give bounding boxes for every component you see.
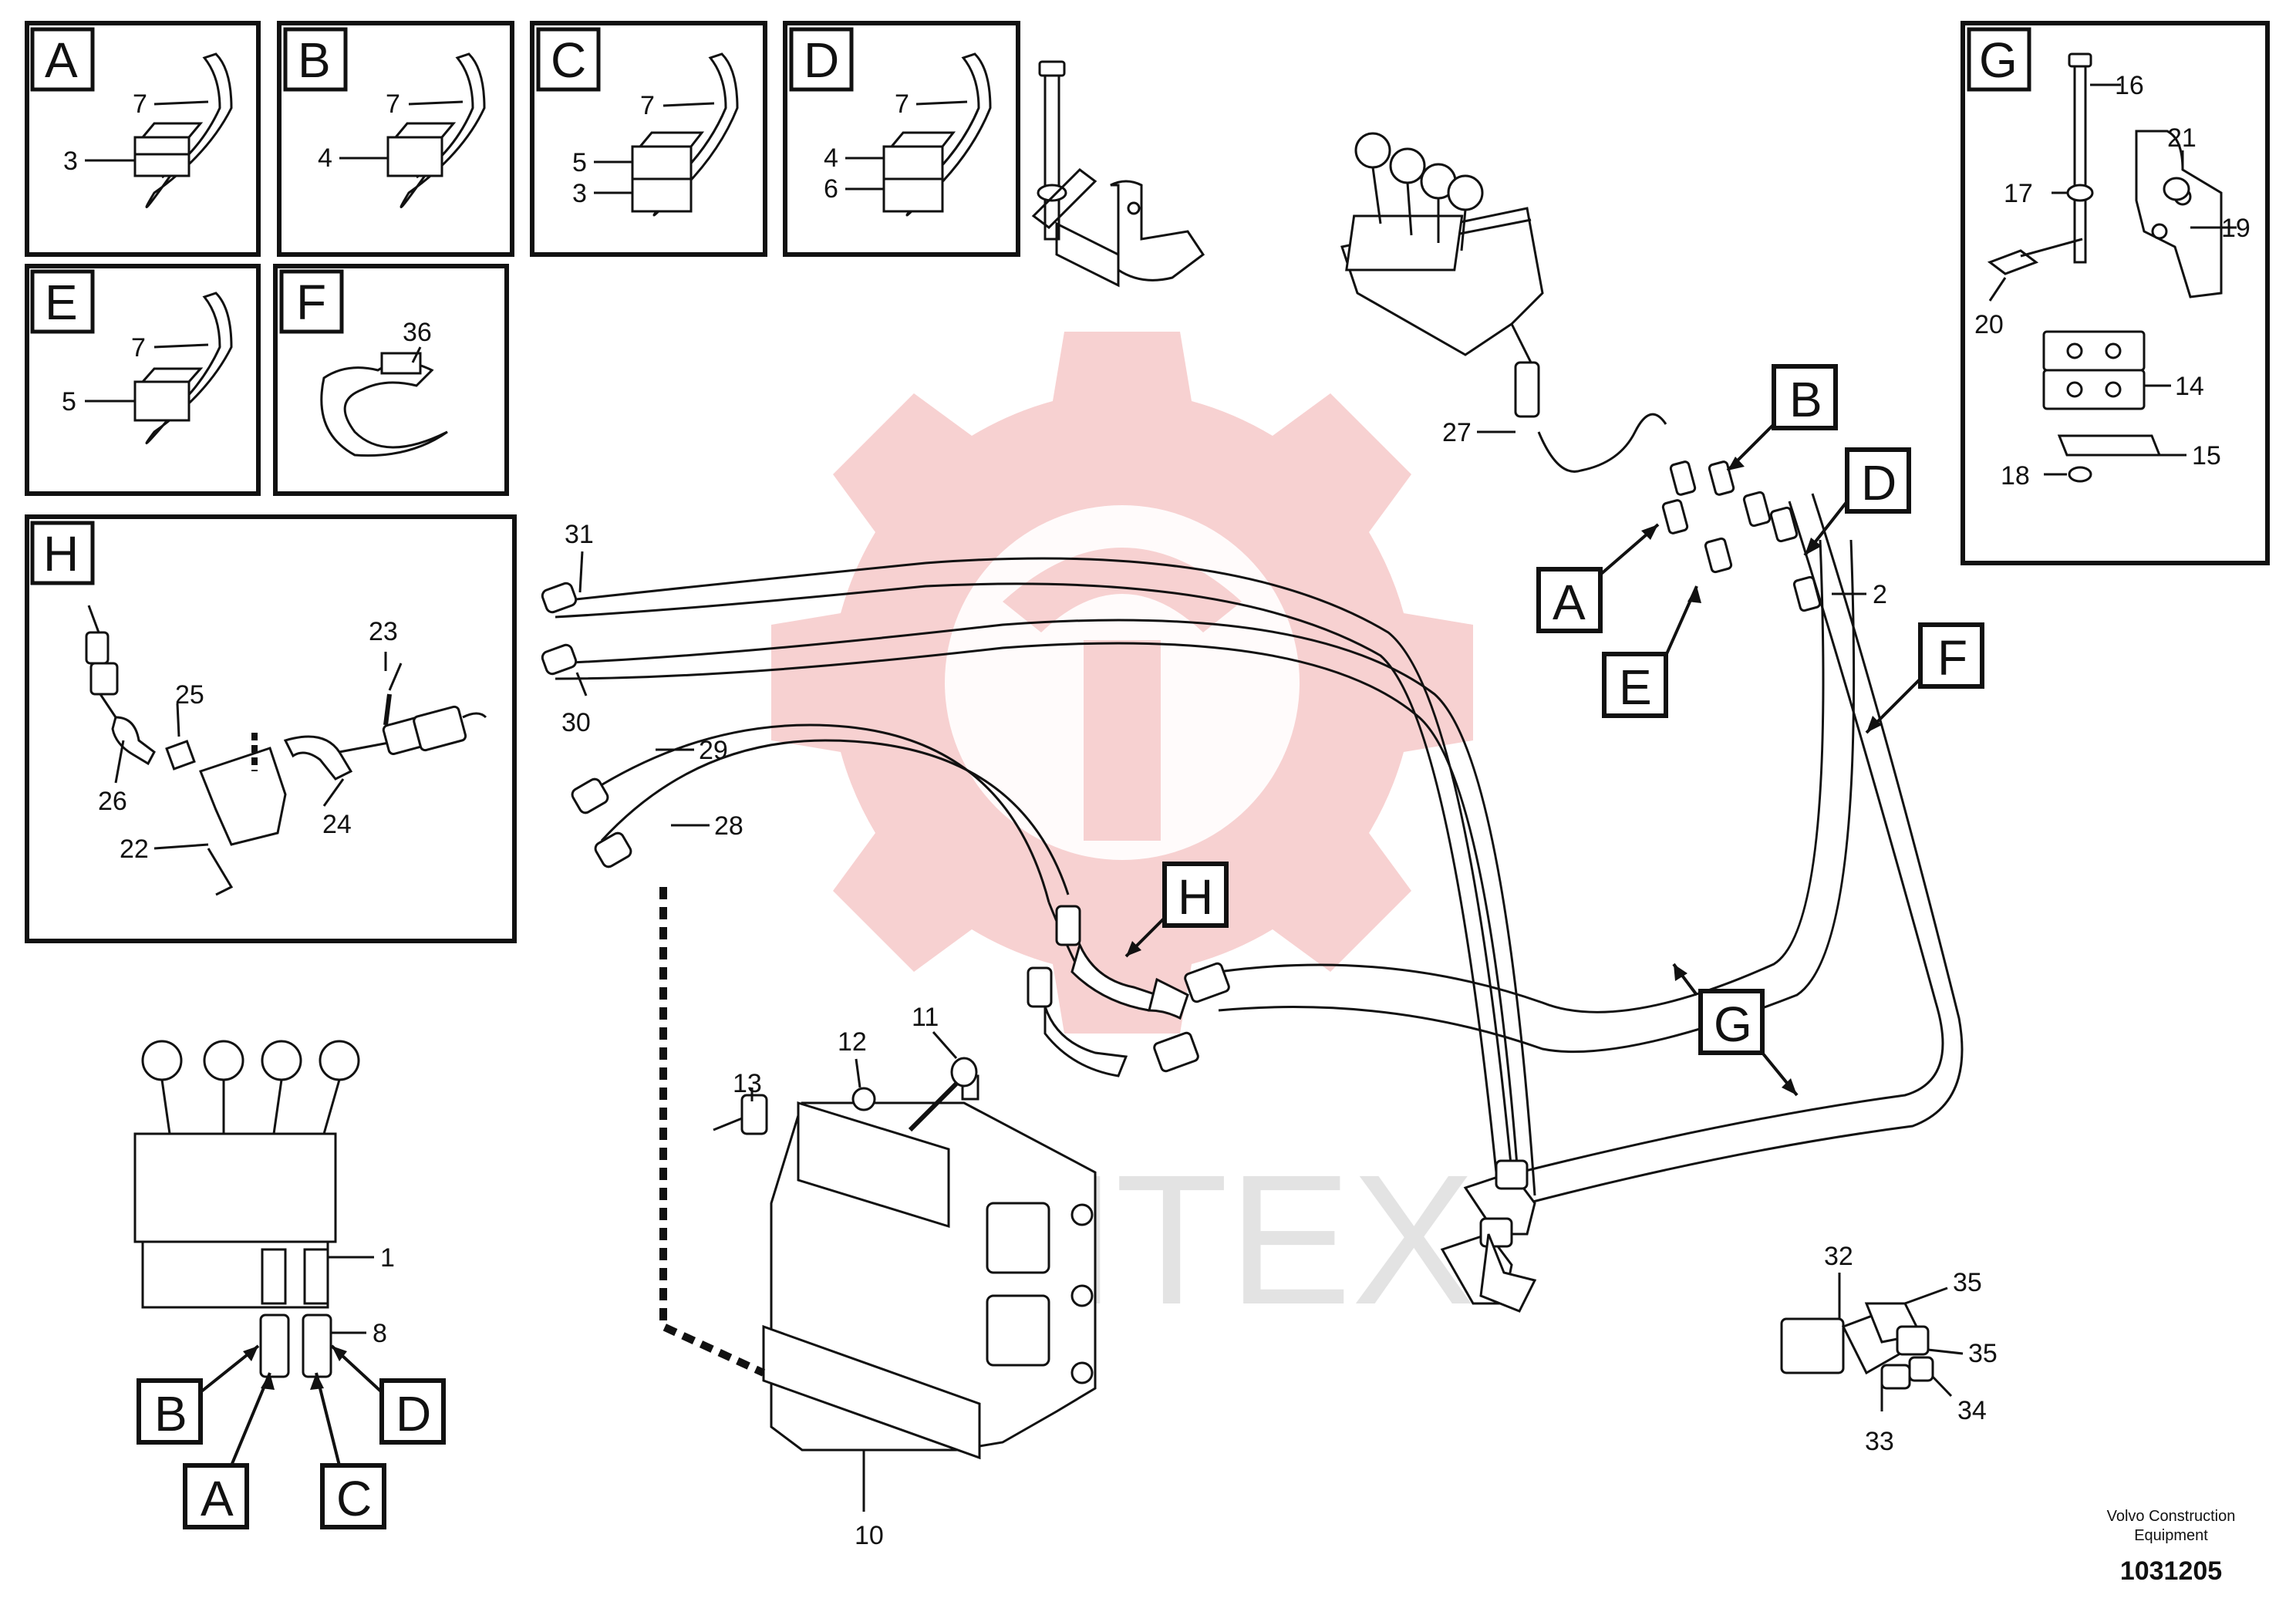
inset-tag-f: F [296, 275, 326, 330]
callout-35: 35 [1953, 1268, 1982, 1297]
marker-d: D [1861, 455, 1896, 511]
inset-tag-g: G [1979, 32, 2018, 88]
callout-g-18: 18 [2001, 461, 2030, 491]
callout-e-7: 7 [131, 333, 146, 363]
marker-a: A [1553, 575, 1586, 630]
inset-tag-d: D [804, 32, 839, 88]
callout-1: 1 [380, 1243, 395, 1273]
callout-29: 30 [561, 708, 591, 737]
callout-12: 13 [733, 1069, 762, 1098]
inset-tag-h: H [43, 526, 79, 582]
callout-g-15: 15 [2192, 441, 2221, 470]
elbow-fittings-lower [1440, 1159, 1537, 1313]
callout-27: 28 [714, 811, 743, 841]
marker-a-lower: A [201, 1471, 234, 1526]
callout-h-23: 23 [369, 617, 398, 646]
marker-g: G [1714, 996, 1752, 1052]
inset-h-fittings [85, 605, 487, 896]
callout-11: 12 [838, 1027, 867, 1057]
inset-tag-b: B [298, 32, 331, 88]
callout-13: 27 [1442, 418, 1472, 447]
callout-g-14: 14 [2175, 372, 2204, 401]
callout-c-3: 3 [572, 179, 587, 208]
control-valve [762, 1074, 1097, 1460]
cable-tie-drawings [133, 52, 992, 457]
callout-31: 32 [1824, 1242, 1853, 1271]
hose-fittings-upper [1661, 460, 1822, 612]
marker-f: F [1937, 630, 1967, 686]
callout-g-21: 21 [2167, 123, 2197, 153]
callout-a-3: 3 [63, 147, 78, 176]
adapter-fittings [1780, 1302, 1934, 1390]
callout-2: 2 [1873, 580, 1887, 609]
callout-8: 8 [373, 1319, 387, 1348]
callout-28: 29 [699, 736, 728, 765]
callout-10: 11 [912, 1003, 939, 1032]
marker-e: E [1619, 659, 1652, 715]
marker-b: B [1789, 372, 1822, 427]
callout-32: 33 [1865, 1427, 1894, 1456]
marker-h: H [1178, 869, 1213, 925]
callout-h-22: 22 [120, 835, 149, 864]
pilot-control-unit-bottom [133, 1040, 360, 1378]
callout-b-4: 4 [318, 143, 332, 173]
callout-h-26: 26 [98, 787, 127, 816]
callout-g-20: 20 [1974, 310, 2004, 339]
marker-b-lower: B [154, 1386, 187, 1442]
callout-c-5: 5 [572, 148, 587, 177]
callout-g-19: 19 [2221, 214, 2250, 243]
inset-g-clamp-assembly [1031, 52, 2223, 483]
marker-c-lower: C [336, 1471, 372, 1526]
callout-h-24: 24 [322, 810, 352, 839]
callout-d-7: 7 [895, 89, 909, 119]
watermark: ИНТЕХ [771, 332, 1475, 1343]
callout-c-7: 7 [640, 91, 655, 120]
drawing-number: 1031205 [2120, 1556, 2222, 1586]
inset-tag-e: E [45, 275, 78, 330]
pilot-control-unit-top [1340, 132, 1544, 418]
company-name-line2: Equipment [2134, 1527, 2208, 1544]
elbow-fittings-h [1027, 905, 1230, 1077]
mounting-hardware [713, 1057, 978, 1135]
callout-33: 34 [1957, 1396, 1987, 1425]
callout-d-4: 4 [824, 143, 838, 173]
callout-a-7: 7 [133, 89, 147, 119]
marker-d-lower: D [396, 1386, 431, 1442]
callout-9: 10 [855, 1521, 884, 1550]
callout-h-25: 25 [175, 680, 204, 710]
callout-d-6: 6 [824, 174, 838, 204]
callout-f-36: 36 [403, 318, 432, 347]
hose-end-fittings [541, 582, 632, 868]
callout-e-5: 5 [62, 387, 76, 416]
callout-b-7: 7 [386, 89, 400, 119]
callout-g-16: 16 [2115, 71, 2144, 100]
inset-tag-a: A [45, 32, 78, 88]
inset-tag-c: C [551, 32, 586, 88]
callout-34: 35 [1968, 1339, 1998, 1368]
callout-30: 31 [565, 520, 594, 549]
callout-g-17: 17 [2004, 179, 2033, 208]
company-name-line1: Volvo Construction [2107, 1508, 2236, 1525]
hydraulic-hoses [555, 413, 1964, 1205]
